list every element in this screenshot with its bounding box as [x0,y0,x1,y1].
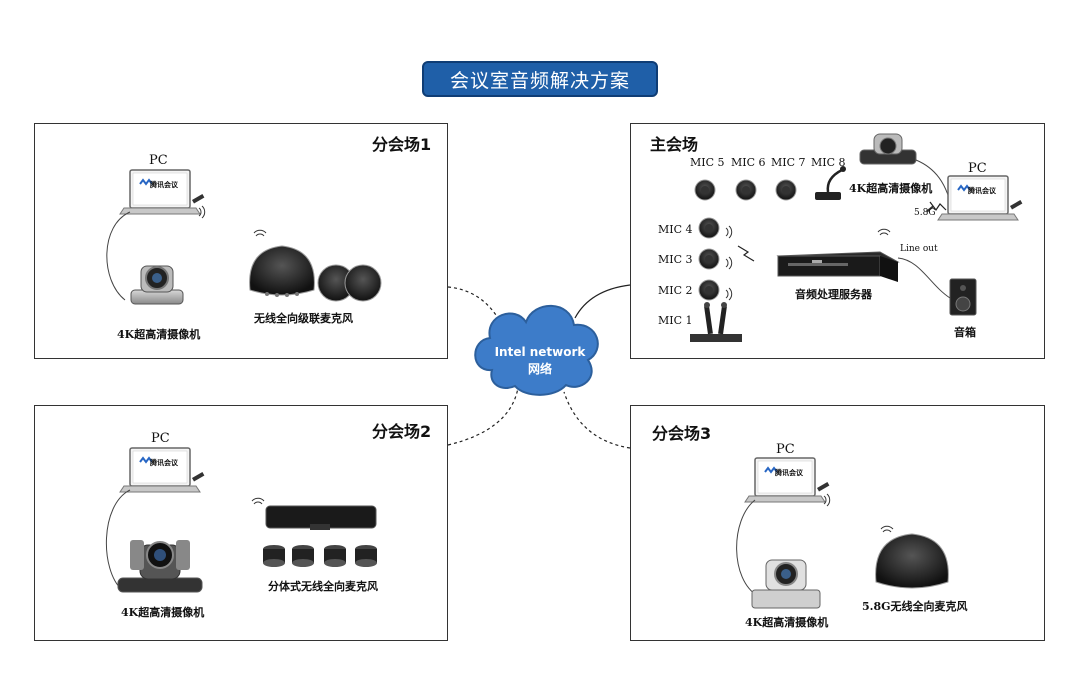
main-laptop-icon [937,175,1024,221]
site1-camera-icon [130,265,184,305]
site3-laptop-brand: 腾讯会议 [775,468,803,477]
site1-laptop-brand: 腾讯会议 [150,180,178,189]
site1-camera-label: 4K超高清摄像机 [117,328,201,341]
site2-soundbar-icon [265,505,377,530]
panel-site2 [34,405,448,641]
cloud-label: Intel network 网络 [480,344,600,378]
main-pc-label: PC [968,161,987,176]
main-top-mics-icon [694,179,797,201]
site2-laptop-icon [119,447,206,493]
main-server-label: 音频处理服务器 [795,288,872,301]
main-title: 主会场 [650,135,699,154]
mic1-label: MIC 1 [658,314,693,327]
site3-camera-icon [751,559,821,609]
site2-pc-label: PC [151,431,170,446]
mic4-label: MIC 4 [658,223,693,236]
site1-mic-label: 无线全向级联麦克风 [254,312,353,325]
link-site3 [563,391,631,449]
link-site1 [447,286,499,319]
wireless-link-icon [737,245,755,262]
link-site2 [447,387,519,446]
panel-site3 [630,405,1045,641]
site1-laptop-icon [119,169,206,215]
main-handheld-mics-icon [690,302,742,342]
site2-title: 分会场2 [372,422,432,441]
site3-mic-label: 5.8G无线全向麦克风 [862,600,968,613]
site3-title: 分会场3 [652,424,712,443]
main-gooseneck-mic-icon [815,166,846,200]
main-lineout-label: Line out [900,244,938,254]
main-server-icon [776,251,900,282]
main-side-mics-icon [698,217,733,301]
network-cloud-icon [474,304,599,396]
site3-pc-label: PC [776,442,795,457]
main-camera-label: 4K超高清摄像机 [849,182,933,195]
cloud-line2: 网络 [527,362,552,376]
site2-laptop-brand: 腾讯会议 [150,458,178,467]
link-main [574,284,631,319]
mic8-label: MIC 8 [811,156,846,169]
main-speaker-icon [949,278,977,316]
panel-main [630,123,1045,359]
site1-mic-icon [249,245,382,302]
site2-camera-icon [117,540,203,593]
main-laptop-brand: 腾讯会议 [968,186,996,195]
page-title: 会议室音频解决方案 [422,61,658,97]
cloud-line1: Intel network [494,345,586,359]
site1-pc-label: PC [149,153,168,168]
mic6-label: MIC 6 [731,156,766,169]
main-camera-icon [859,133,917,165]
site3-laptop-icon [744,457,831,503]
mic2-label: MIC 2 [658,284,693,297]
site1-title: 分会场1 [372,135,432,154]
mic5-label: MIC 5 [690,156,725,169]
main-speaker-label: 音箱 [954,326,976,339]
site2-mic-pods-icon [263,545,377,567]
main-freq-label: 5.8G [914,208,936,218]
mic7-label: MIC 7 [771,156,806,169]
site2-camera-label: 4K超高清摄像机 [121,606,205,619]
site2-mic-label: 分体式无线全向麦克风 [268,580,378,593]
site3-mic-icon [875,533,949,589]
site3-camera-label: 4K超高清摄像机 [745,616,829,629]
panel-site1 [34,123,448,359]
mic3-label: MIC 3 [658,253,693,266]
